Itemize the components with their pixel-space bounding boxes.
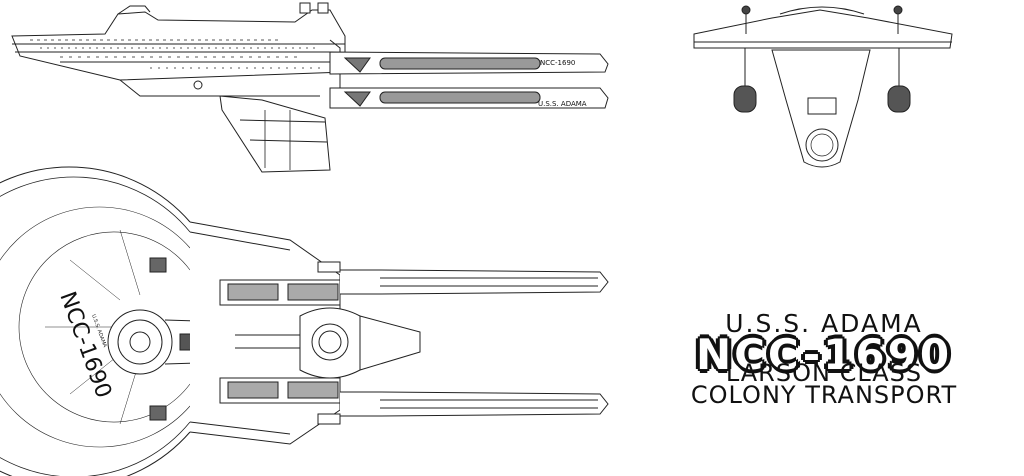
ship-name: U.S.S. ADAMA <box>725 309 923 338</box>
ship-class: LARSON CLASS <box>725 359 923 387</box>
ship-type: COLONY TRANSPORT <box>690 381 958 409</box>
top-view: NCC-1690 U.S.S. ADAMA <box>0 166 609 476</box>
side-view: NCC-1690 U.S.S. ADAMA <box>11 2 609 173</box>
front-view <box>693 5 953 168</box>
nacelle-lower-label: U.S.S. ADAMA <box>538 100 587 108</box>
nacelle-upper-label: NCC-1690 <box>540 59 575 67</box>
registry-number: NCC-1690 <box>695 330 953 379</box>
